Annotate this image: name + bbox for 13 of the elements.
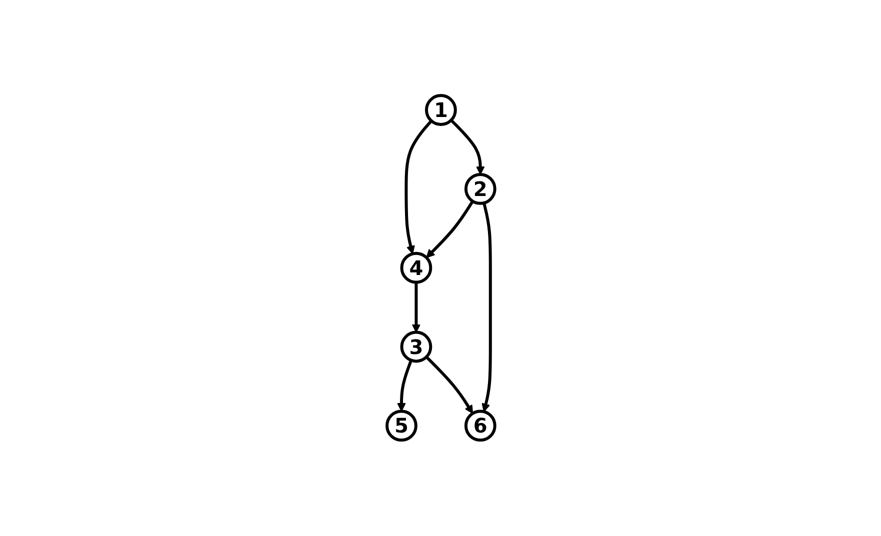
node-circle: 4 [400, 252, 432, 284]
arrow [481, 202, 492, 412]
arrow [404, 120, 432, 254]
arrow [426, 200, 474, 258]
node-circle: 6 [464, 410, 496, 442]
node-circle: 5 [385, 410, 417, 442]
node-circle: 3 [400, 330, 432, 363]
arrow [424, 356, 473, 414]
arrow [411, 282, 420, 333]
arrow [450, 119, 484, 176]
node-circle: 2 [464, 173, 496, 206]
node-circle: 1 [424, 94, 456, 126]
arrow [396, 360, 412, 412]
